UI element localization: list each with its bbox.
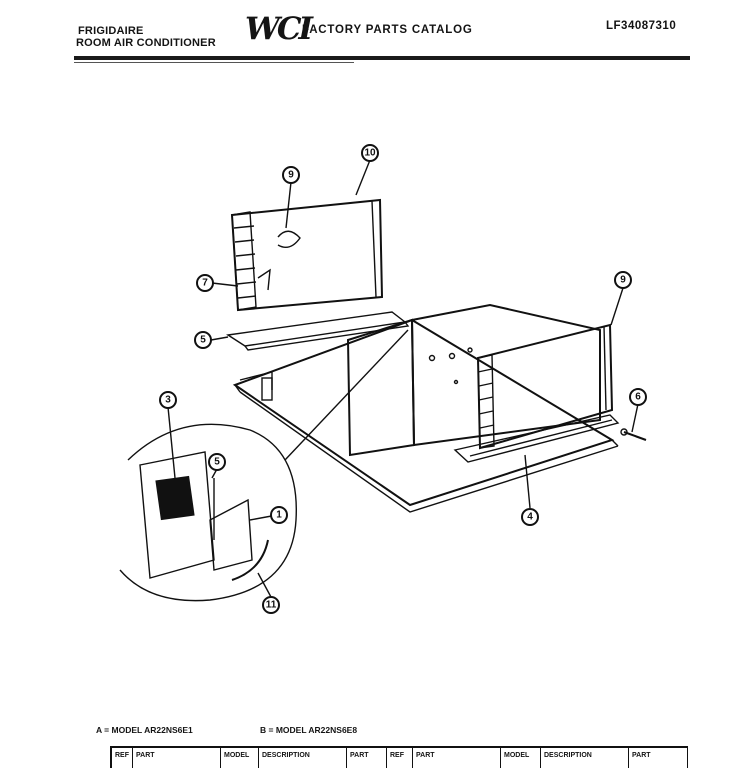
col-ref: REF bbox=[110, 748, 132, 768]
callout-1-label: 1 bbox=[276, 510, 282, 521]
col-description: DESCRIPTION bbox=[258, 748, 346, 768]
catalog-part-number: LF34087310 bbox=[606, 20, 677, 32]
detail-inset bbox=[119, 329, 409, 602]
callout-11-label: 11 bbox=[266, 600, 277, 611]
callout-10: 10 bbox=[361, 144, 379, 162]
header-subrule bbox=[74, 62, 354, 63]
top-coil-panel bbox=[230, 198, 384, 312]
col-part-no: PART bbox=[346, 748, 386, 768]
brand-name: FRIGIDAIRE bbox=[78, 25, 144, 37]
col-part-no-2: PART bbox=[628, 748, 688, 768]
callout-5-inset: 5 bbox=[208, 453, 226, 471]
callout-5-shelf-label: 5 bbox=[200, 335, 206, 346]
callout-9-right-label: 9 bbox=[620, 275, 626, 286]
callout-3: 3 bbox=[159, 391, 177, 409]
callout-5-inset-label: 5 bbox=[214, 457, 220, 468]
callout-4-label: 4 bbox=[527, 512, 533, 523]
callout-9-top: 9 bbox=[282, 166, 300, 184]
header-rule bbox=[74, 56, 690, 60]
col-description-2: DESCRIPTION bbox=[540, 748, 628, 768]
col-model: MODEL bbox=[220, 748, 258, 768]
leader-lines bbox=[167, 159, 639, 598]
callout-9-top-label: 9 bbox=[288, 170, 294, 181]
callout-9-right: 9 bbox=[614, 271, 632, 289]
callout-11: 11 bbox=[262, 596, 280, 614]
callout-3-label: 3 bbox=[165, 395, 171, 406]
callout-6: 6 bbox=[629, 388, 647, 406]
catalog-title: FACTORY PARTS CATALOG bbox=[302, 24, 473, 36]
callout-4: 4 bbox=[521, 508, 539, 526]
model-b-legend: B = MODEL AR22NS6E8 bbox=[260, 725, 358, 735]
col-part-2: PART bbox=[412, 748, 500, 768]
product-type: ROOM AIR CONDITIONER bbox=[76, 37, 216, 49]
wci-logo: WCI bbox=[245, 11, 313, 47]
screw bbox=[620, 428, 647, 441]
callout-1: 1 bbox=[270, 506, 288, 524]
callout-7: 7 bbox=[196, 274, 214, 292]
parts-table-header: REF PART MODEL DESCRIPTION PART REF PART… bbox=[110, 746, 688, 768]
callout-5-shelf: 5 bbox=[194, 331, 212, 349]
col-ref-2: REF bbox=[386, 748, 412, 768]
base-pan bbox=[232, 318, 619, 513]
rear-partition bbox=[346, 303, 601, 457]
callout-10-label: 10 bbox=[364, 148, 376, 159]
model-a-legend: A = MODEL AR22NS6E1 bbox=[96, 725, 193, 735]
col-model-2: MODEL bbox=[500, 748, 540, 768]
right-coil-panel bbox=[453, 323, 620, 463]
col-part: PART bbox=[132, 748, 220, 768]
callout-7-label: 7 bbox=[202, 278, 208, 289]
callout-6-label: 6 bbox=[635, 392, 641, 403]
